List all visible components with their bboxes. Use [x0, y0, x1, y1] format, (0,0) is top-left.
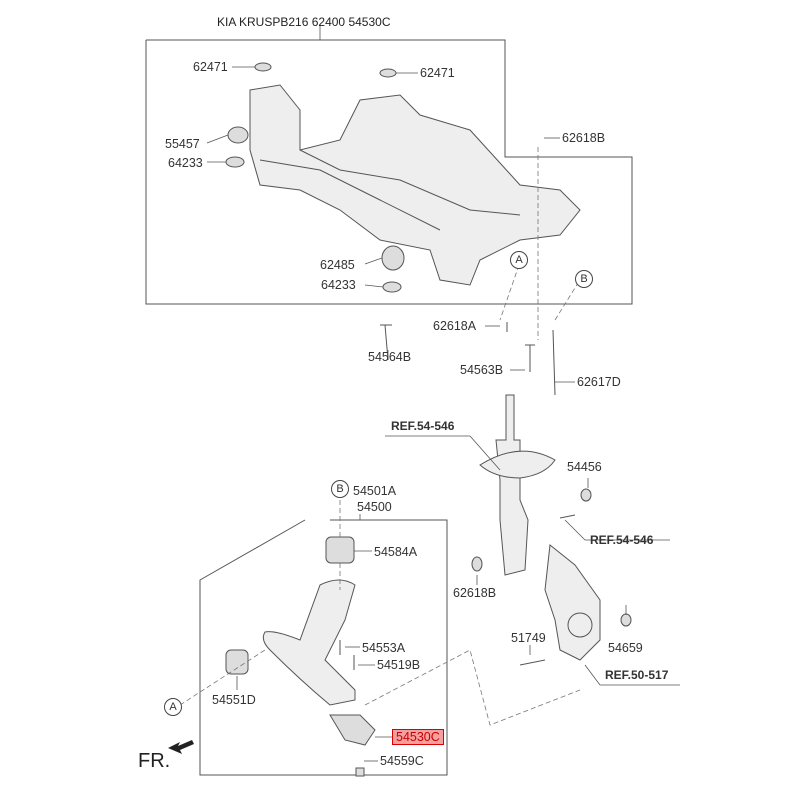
lower-arm-part [262, 579, 356, 706]
bushing-54584A [325, 536, 355, 564]
bushing-54551D [225, 649, 249, 675]
washer-64233b [382, 281, 402, 293]
part-label[interactable]: 51749 [511, 631, 546, 645]
washer-64233 [225, 156, 245, 168]
part-label[interactable]: 62485 [320, 258, 355, 272]
callout-b[interactable]: B [575, 270, 593, 288]
part-label[interactable]: 62618A [433, 319, 477, 333]
front-direction-label: FR. [138, 750, 171, 772]
part-label[interactable]: 55457 [165, 137, 200, 151]
part-label[interactable]: 62471 [193, 60, 228, 74]
bushing-62485 [381, 245, 405, 271]
diagram-title: KIA KRUSPB216 62400 54530C [217, 15, 391, 29]
part-label[interactable]: 64233 [168, 156, 203, 170]
part-label[interactable]: 54553A [362, 641, 406, 655]
part-label[interactable]: 62618B [453, 586, 497, 600]
title-code-over: 54530C [348, 15, 391, 29]
reference-label[interactable]: REF.54-546 [590, 533, 654, 547]
part-label[interactable]: 54501A [353, 484, 397, 498]
subframe-frame [145, 39, 633, 305]
part-label[interactable]: 54519B [377, 658, 421, 672]
part-label[interactable]: 54500 [357, 500, 392, 514]
knuckle-part [544, 544, 601, 661]
front-arrow-icon [168, 740, 194, 754]
part-label[interactable]: 54559C [380, 754, 424, 768]
part-label[interactable]: 54551D [212, 693, 256, 707]
part-label[interactable]: 54563B [460, 363, 504, 377]
title-prefix: KIA KRUSPB216 [217, 15, 309, 29]
reference-label[interactable]: REF.54-546 [391, 419, 455, 433]
part-label[interactable]: 54659 [608, 641, 643, 655]
lower-arm-frame [199, 519, 448, 776]
strut-part [495, 394, 529, 576]
part-label[interactable]: 54456 [567, 460, 602, 474]
callout-a[interactable]: A [164, 698, 182, 716]
part-label[interactable]: 62617D [577, 375, 621, 389]
reference-label[interactable]: REF.50-517 [605, 668, 669, 682]
part-label[interactable]: 64233 [321, 278, 356, 292]
part-label-highlighted[interactable]: 54530C [392, 729, 444, 745]
bushing-55457 [227, 126, 249, 144]
part-label[interactable]: 54564B [368, 350, 412, 364]
part-label[interactable]: 62618B [562, 131, 606, 145]
part-label[interactable]: 62471 [420, 66, 455, 80]
part-label[interactable]: 54584A [374, 545, 418, 559]
subframe-part [249, 84, 581, 286]
callout-b[interactable]: B [331, 480, 349, 498]
title-code-under: 62400 [311, 15, 346, 29]
callout-a[interactable]: A [510, 251, 528, 269]
ball-joint-54530C [329, 714, 376, 746]
